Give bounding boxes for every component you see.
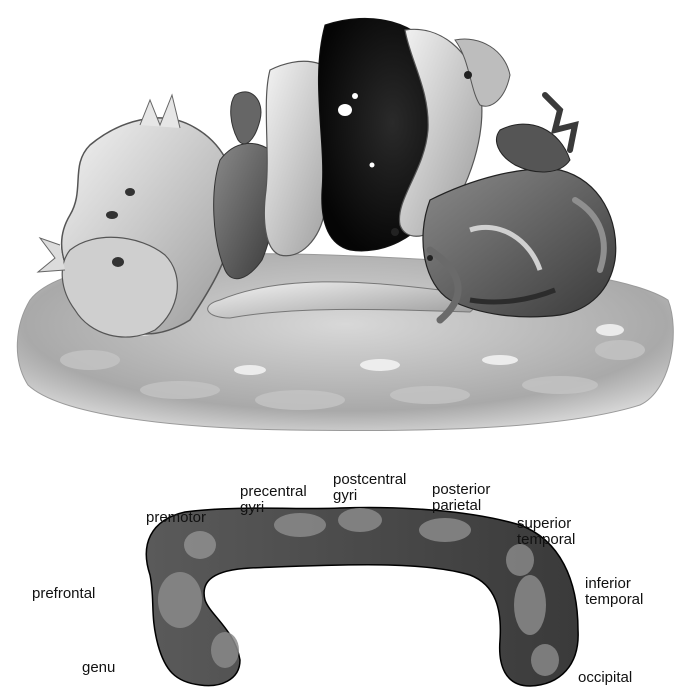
callosum-shape — [146, 508, 578, 686]
brain-tract-rendering — [0, 0, 680, 450]
label-genu: genu — [82, 660, 115, 676]
label-posterior-parietal: posterior parietal — [432, 482, 490, 514]
label-prefrontal: prefrontal — [32, 586, 95, 602]
label-postcentral-gyri: postcentral gyri — [333, 472, 406, 504]
label-occipital: occipital — [578, 670, 632, 686]
label-premotor: premotor — [146, 510, 206, 526]
label-inferior-temporal: inferior temporal — [585, 576, 643, 608]
label-superior-temporal: superior temporal — [517, 516, 575, 548]
label-precentral-gyri: precentral gyri — [240, 484, 307, 516]
